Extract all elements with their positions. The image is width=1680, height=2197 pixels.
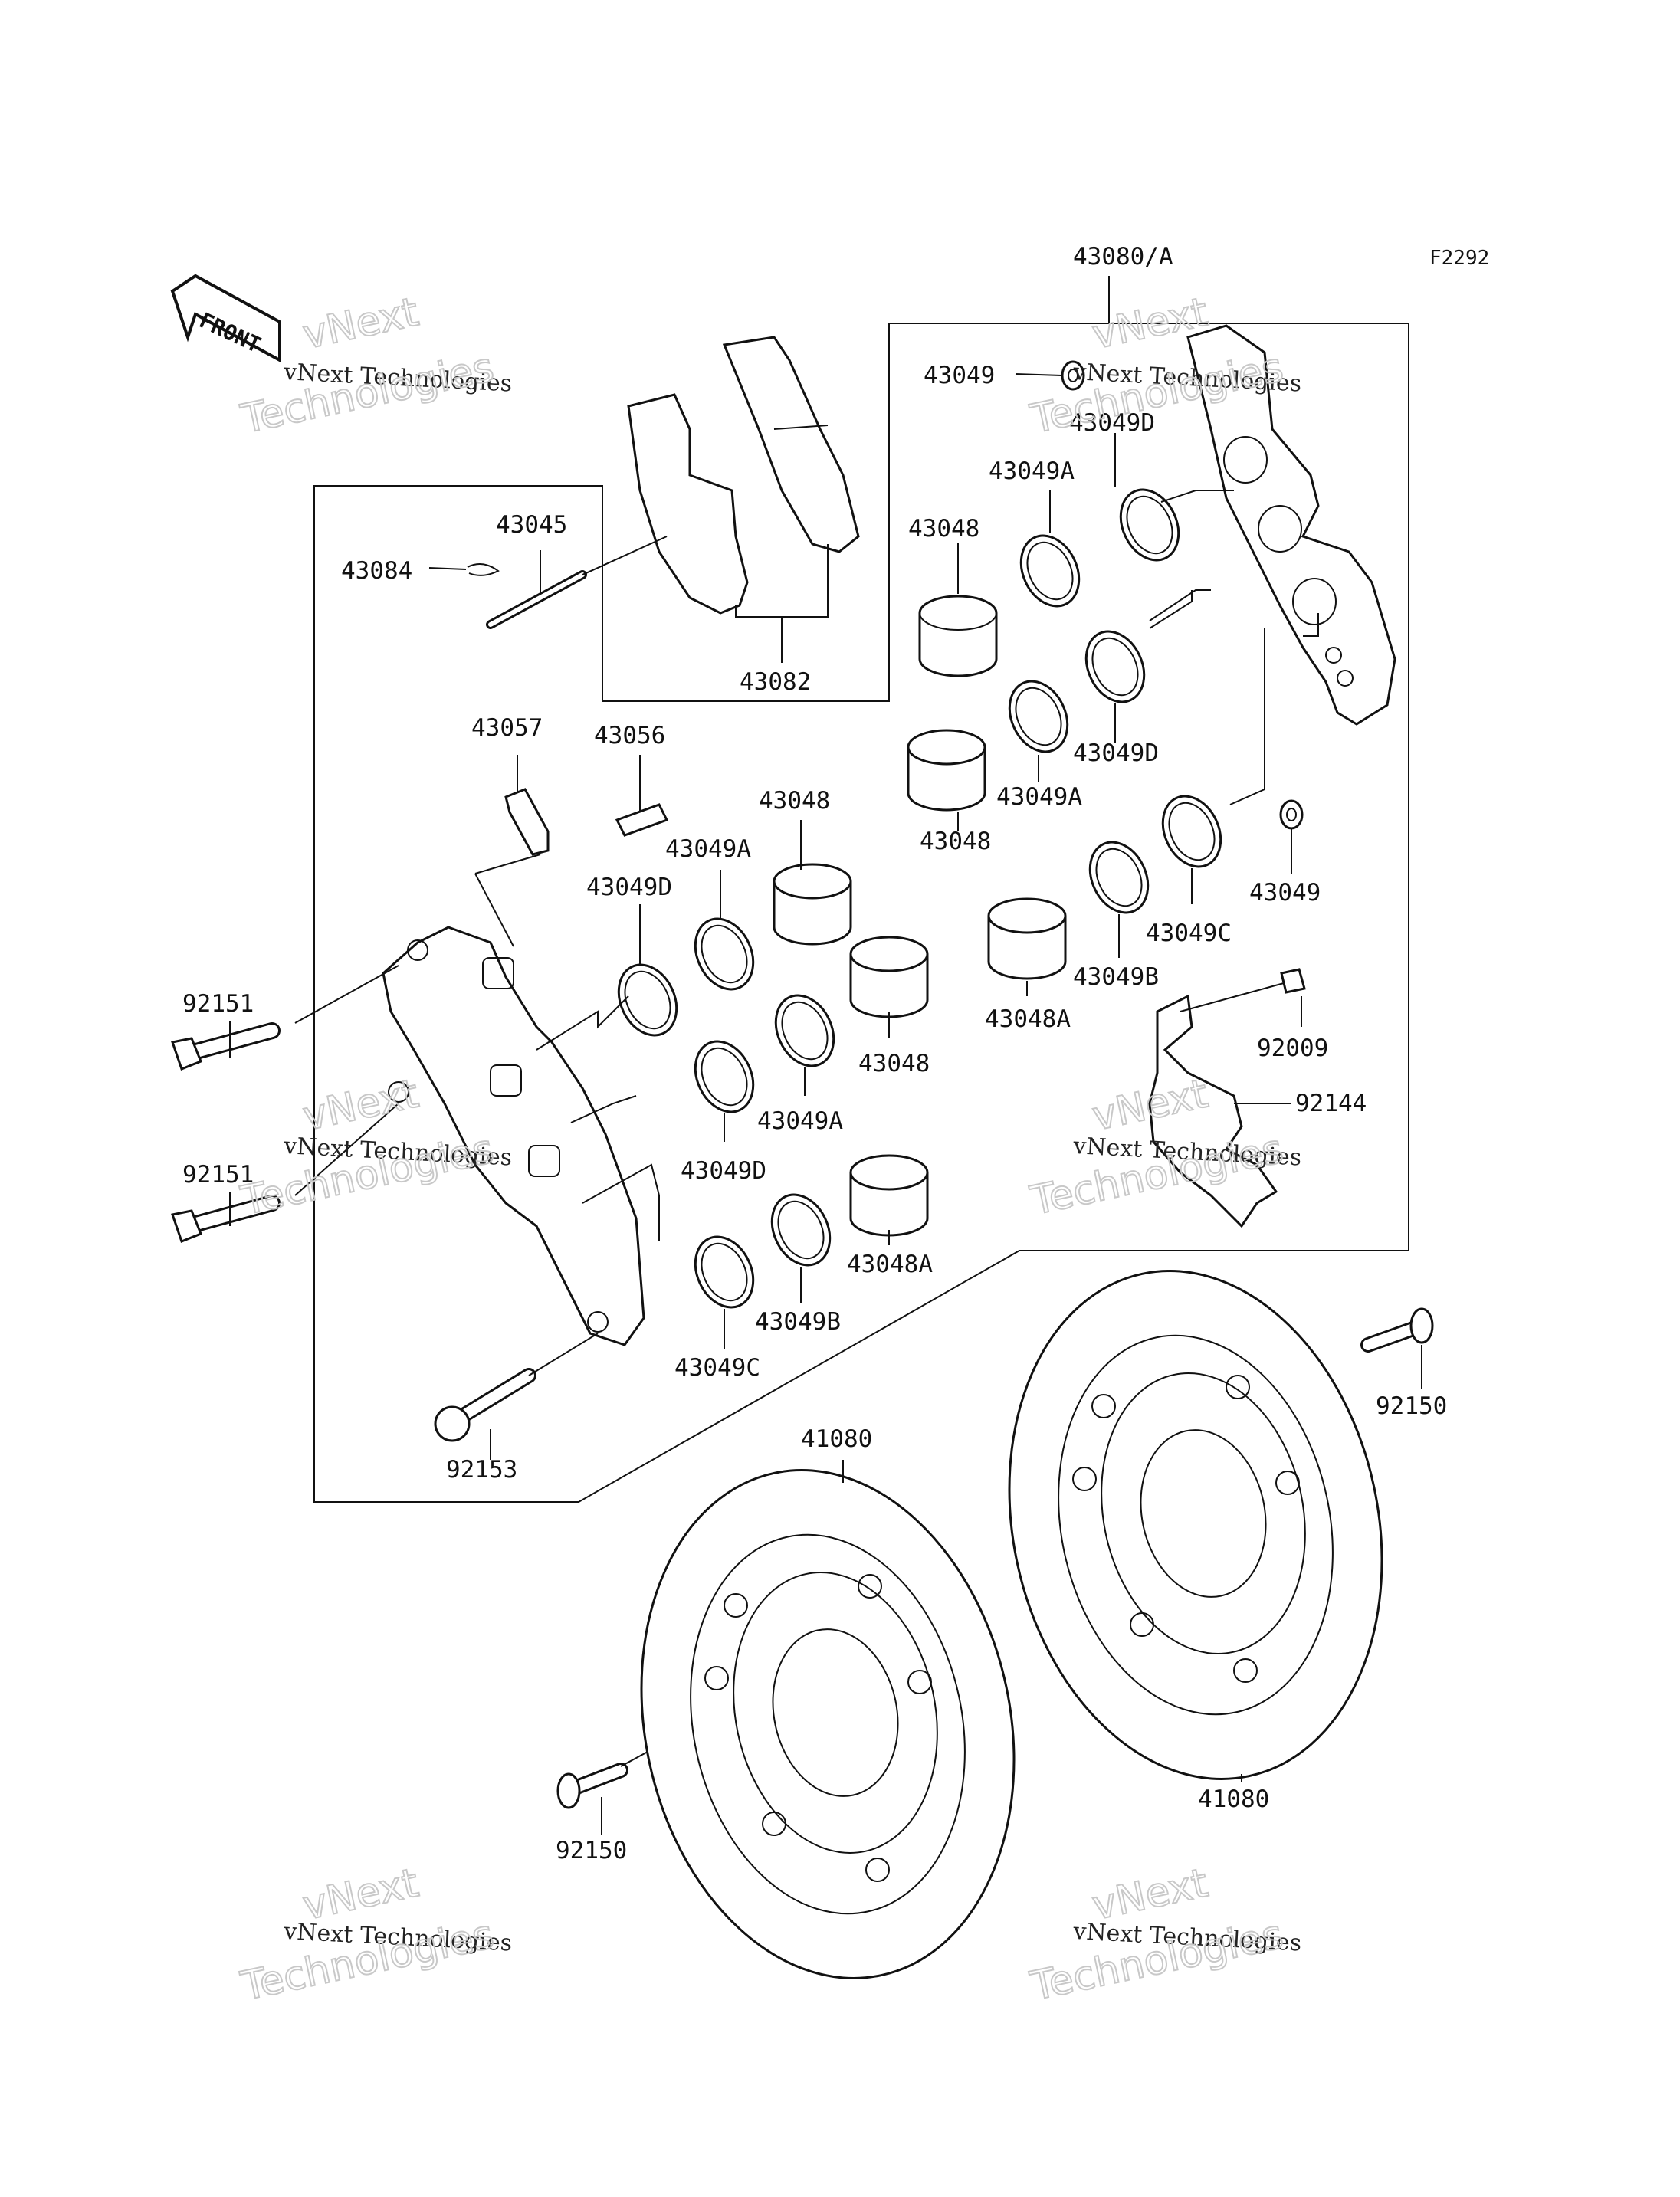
bolts: [171, 965, 1434, 1835]
callout-43056: 43056: [594, 722, 665, 749]
bolt-92150-left: [556, 1763, 628, 1809]
watermark-5: vNext vNext Technologies Technologies: [236, 1859, 513, 2010]
seals: [617, 488, 1222, 1309]
piston-5: [987, 897, 1067, 980]
pad-pin-and-clip: [428, 536, 668, 629]
bolt-92153: [434, 1368, 536, 1442]
brake-pads: [627, 336, 860, 663]
callout-92150-left: 92150: [556, 1837, 627, 1864]
assembly-boundary-lines: [313, 276, 1409, 1503]
svg-text:vNext: vNext: [299, 1860, 422, 1929]
callout-43049c: 43049C: [1146, 920, 1232, 947]
callout-43049a-c: 43049A: [665, 835, 751, 863]
bolt-92150-right: [1360, 1307, 1434, 1353]
piston-2: [907, 729, 986, 812]
callout-92009: 92009: [1257, 1035, 1328, 1062]
callout-43049b-b: 43049B: [755, 1308, 841, 1336]
washers: [1015, 360, 1304, 874]
callout-43049: 43049: [924, 362, 995, 389]
pistons: [773, 595, 1067, 1237]
callout-92153: 92153: [446, 1456, 517, 1484]
callout-43049c-b: 43049C: [674, 1354, 760, 1382]
callout-43049a-b: 43049A: [996, 783, 1082, 811]
callout-41080-right: 41080: [1198, 1785, 1269, 1813]
callout-43057: 43057: [471, 714, 543, 742]
pad-spring-and-bleeder: [474, 755, 669, 947]
callout-43048: 43048: [908, 515, 979, 543]
callout-41080-left: 41080: [801, 1425, 872, 1453]
piston-1: [918, 595, 998, 677]
callout-43048-d: 43048: [858, 1050, 930, 1077]
pad-guide-and-bolt: [1148, 968, 1306, 1228]
svg-text:vNext: vNext: [299, 1071, 422, 1139]
callout-43082: 43082: [740, 668, 811, 696]
svg-text:vNext: vNext: [1088, 1860, 1212, 1929]
callout-43048a: 43048A: [985, 1005, 1071, 1033]
callout-43049-b: 43049: [1249, 879, 1321, 907]
front-arrow-icon: FRONT: [170, 274, 281, 363]
callout-43049d-b: 43049D: [1073, 739, 1159, 767]
piston-6: [849, 1154, 929, 1237]
callout-43049d-c: 43049D: [586, 874, 672, 901]
brake-disc-left: [640, 1469, 1016, 1979]
callout-43048-c: 43048: [759, 787, 830, 815]
caliper-inner-half: [382, 926, 645, 1346]
callout-43049a: 43049A: [989, 457, 1075, 485]
part-callouts: 43080/A 43049 43049D 43049A 43048 43045 …: [182, 243, 1447, 1864]
svg-text:vNext: vNext: [299, 289, 422, 358]
callout-92150-right: 92150: [1376, 1392, 1447, 1420]
callout-43048a-b: 43048A: [847, 1251, 933, 1278]
callout-92151-upper: 92151: [182, 990, 254, 1018]
piston-3: [773, 863, 852, 946]
callout-92151-lower: 92151: [182, 1161, 254, 1189]
callout-43049d-d: 43049D: [681, 1157, 766, 1185]
callout-43049d: 43049D: [1069, 409, 1155, 437]
callout-43045: 43045: [496, 511, 567, 539]
callout-43084: 43084: [341, 557, 412, 585]
brake-disc-right: [1008, 1270, 1383, 1780]
watermark-6: vNext vNext Technologies Technologies: [1025, 1859, 1302, 2010]
leader-lines: [536, 433, 1319, 1349]
caliper-outer-half: [1186, 324, 1396, 726]
callout-43080a: 43080/A: [1073, 243, 1173, 271]
bolt-92151-upper: [171, 1022, 281, 1071]
callout-92144: 92144: [1295, 1090, 1367, 1117]
callout-43048-b: 43048: [920, 828, 991, 855]
callout-43049a-d: 43049A: [757, 1107, 843, 1135]
figure-code: F2292: [1429, 247, 1489, 270]
watermark-1: vNext vNext Technologies Technologies: [236, 288, 513, 443]
callout-43049b: 43049B: [1073, 963, 1159, 991]
piston-4: [849, 936, 929, 1018]
